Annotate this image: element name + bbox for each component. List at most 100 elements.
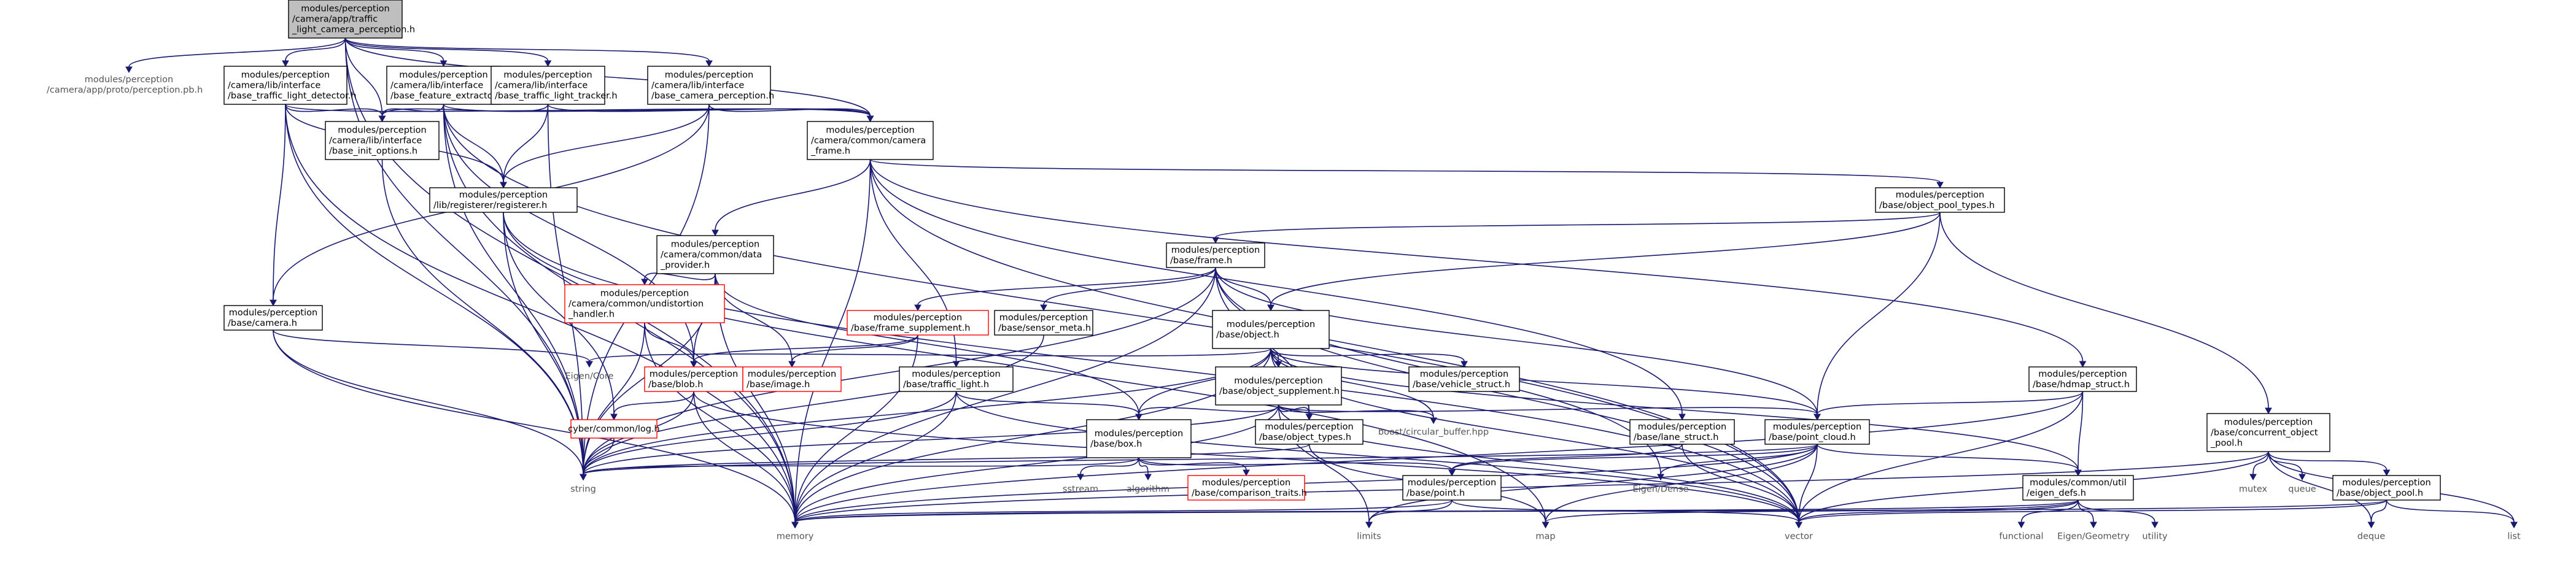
node-box bbox=[564, 284, 725, 323]
edge-line bbox=[273, 329, 590, 362]
dependency-edge-bcp-to-ccf bbox=[708, 104, 874, 123]
node-vs[interactable]: modules/perception/base/vehicle_struct.h bbox=[1408, 366, 1520, 392]
node-label-line: /base/vehicle_struct.h bbox=[1413, 380, 1510, 390]
node-label-line: deque bbox=[2357, 532, 2386, 542]
node-label-line: modules/perception bbox=[1773, 422, 1861, 432]
node-box bbox=[742, 366, 842, 392]
node-frame[interactable]: modules/perception/base/frame.h bbox=[1166, 242, 1265, 268]
node-fsup[interactable]: modules/perception/base/frame_supplement… bbox=[847, 310, 989, 336]
edge-line bbox=[583, 444, 1310, 475]
node-cam[interactable]: modules/perception/base/camera.h bbox=[223, 305, 323, 331]
node-coop[interactable]: modules/perception/base/concurrent_objec… bbox=[2206, 413, 2330, 452]
node-label-line: modules/perception bbox=[1265, 422, 1353, 432]
edge-arrowhead bbox=[2265, 407, 2272, 415]
edge-line bbox=[285, 104, 871, 117]
node-bcp[interactable]: modules/perception/camera/lib/interface/… bbox=[647, 66, 774, 105]
node-otypes[interactable]: modules/perception/base/object_types.h bbox=[1255, 419, 1364, 445]
node-hmap[interactable]: modules/perception/base/hdmap_struct.h bbox=[2028, 366, 2137, 392]
node-box bbox=[2022, 475, 2134, 501]
dependency-edge-root-to-btlt bbox=[344, 37, 552, 67]
node-log[interactable]: cyber/common/log.h bbox=[568, 419, 660, 439]
edge-line bbox=[503, 212, 615, 415]
dependency-edge-blob-to-memory bbox=[693, 391, 799, 529]
node-osup[interactable]: modules/perception/base/object_supplemen… bbox=[1215, 366, 1342, 406]
node-btlt[interactable]: modules/perception/camera/lib/interface/… bbox=[491, 66, 618, 105]
edge-arrowhead bbox=[378, 115, 386, 123]
node-mutex: mutex bbox=[2239, 485, 2268, 495]
node-label-line: /lib/registerer/registerer.h bbox=[433, 201, 547, 210]
node-label-line: /base_feature_extractor.h bbox=[390, 91, 504, 101]
dependency-edge-cam-to-eigencore bbox=[273, 329, 593, 368]
node-label-line: Eigen/Geometry bbox=[2057, 532, 2130, 542]
node-label-line: modules/perception bbox=[1095, 429, 1183, 439]
edge-arrowhead bbox=[2249, 474, 2257, 481]
node-reg[interactable]: modules/perception/lib/registerer/regist… bbox=[429, 187, 578, 213]
node-map: map bbox=[1535, 532, 1555, 542]
edge-line bbox=[794, 451, 2269, 523]
node-smeta[interactable]: modules/perception/base/sensor_meta.h bbox=[994, 310, 1093, 336]
node-tl[interactable]: modules/perception/base/traffic_light.h bbox=[899, 366, 1014, 392]
node-lane[interactable]: modules/perception/base/lane_struct.h bbox=[1629, 419, 1735, 445]
node-box bbox=[2206, 413, 2330, 452]
node-box bbox=[1402, 475, 1502, 501]
edge-line bbox=[1798, 499, 2079, 523]
dependency-edge-opool-to-memory bbox=[791, 499, 2388, 529]
node-box bbox=[899, 366, 1014, 392]
edge-arrowhead bbox=[2151, 522, 2159, 529]
node-limits: limits bbox=[1357, 532, 1381, 542]
node-bfe[interactable]: modules/perception/camera/lib/interface/… bbox=[386, 66, 504, 105]
edge-line bbox=[273, 329, 584, 475]
edge-arrowhead bbox=[2299, 474, 2306, 481]
node-opool[interactable]: modules/perception/base/object_pool.h bbox=[2332, 475, 2441, 501]
node-box bbox=[1629, 419, 1735, 445]
node-box bbox=[1212, 310, 1330, 349]
node-comptr[interactable]: modules/perception/base/comparison_trait… bbox=[1187, 475, 1307, 501]
node-label-line: modules/perception bbox=[1234, 376, 1322, 386]
dependency-edge-ccf-to-dp bbox=[712, 159, 871, 237]
edge-arrowhead bbox=[712, 229, 719, 237]
node-eigendefs[interactable]: modules/common/util/eigen_defs.h bbox=[2022, 475, 2134, 501]
edge-line bbox=[794, 267, 1216, 523]
node-opt[interactable]: modules/perception/base/object_pool_type… bbox=[1875, 187, 2005, 213]
edge-arrowhead bbox=[2090, 522, 2097, 529]
node-ccf[interactable]: modules/perception/camera/common/camera_… bbox=[807, 121, 934, 160]
node-label-line: /camera/app/traffic bbox=[292, 15, 378, 25]
edge-line bbox=[381, 104, 549, 117]
edge-arrowhead bbox=[914, 304, 921, 312]
node-blob[interactable]: modules/perception/base/blob.h bbox=[644, 366, 743, 392]
dependency-edge-btld-to-ccf bbox=[285, 104, 874, 123]
node-point[interactable]: modules/perception/base/point.h bbox=[1402, 475, 1502, 501]
edge-line bbox=[1080, 457, 1139, 475]
node-label-line: /base/object_supplement.h bbox=[1219, 387, 1340, 396]
node-root[interactable]: modules/perception/camera/app/traffic_li… bbox=[288, 0, 415, 39]
dependency-edge-opt-to-frame bbox=[1212, 212, 1941, 244]
node-label-line: /base/camera.h bbox=[228, 318, 297, 328]
node-label-line: utility bbox=[2142, 532, 2168, 542]
node-dp[interactable]: modules/perception/camera/common/data_pr… bbox=[656, 235, 774, 274]
node-und[interactable]: modules/perception/camera/common/undisto… bbox=[564, 284, 725, 323]
edge-line bbox=[1278, 404, 1434, 418]
node-label-line: /base/hdmap_struct.h bbox=[2033, 380, 2130, 390]
node-label-line: modules/common/util bbox=[2030, 478, 2127, 488]
dependency-edge-fsup-to-blob bbox=[690, 334, 918, 368]
node-box bbox=[1255, 419, 1364, 445]
edge-line bbox=[693, 391, 1799, 523]
dependency-edge-root-to-pb bbox=[125, 37, 346, 74]
dependency-edge-btld-to-bio bbox=[285, 104, 386, 123]
node-label-line: /base/point_cloud.h bbox=[1769, 433, 1856, 442]
node-box[interactable]: modules/perception/base/box.h bbox=[1086, 419, 1192, 458]
node-pc[interactable]: modules/perception/base/point_cloud.h bbox=[1764, 419, 1870, 445]
node-label-line: /base/box.h bbox=[1090, 439, 1142, 449]
edge-arrowhead bbox=[791, 522, 799, 529]
edge-arrowhead bbox=[2017, 522, 2025, 529]
dependency-edge-ccf-to-lane bbox=[869, 159, 1686, 421]
node-btld[interactable]: modules/perception/camera/lib/interface/… bbox=[223, 66, 357, 105]
edge-line bbox=[1270, 348, 1434, 418]
node-label-line: /camera/lib/interface bbox=[329, 136, 422, 146]
node-bio[interactable]: modules/perception/camera/lib/interface/… bbox=[325, 121, 440, 160]
node-obj[interactable]: modules/perception/base/object.h bbox=[1212, 310, 1330, 349]
dependency-edge-opool-to-vector bbox=[1795, 499, 2388, 529]
edge-layer bbox=[125, 37, 2518, 529]
node-image[interactable]: modules/perception/base/image.h bbox=[742, 366, 842, 392]
